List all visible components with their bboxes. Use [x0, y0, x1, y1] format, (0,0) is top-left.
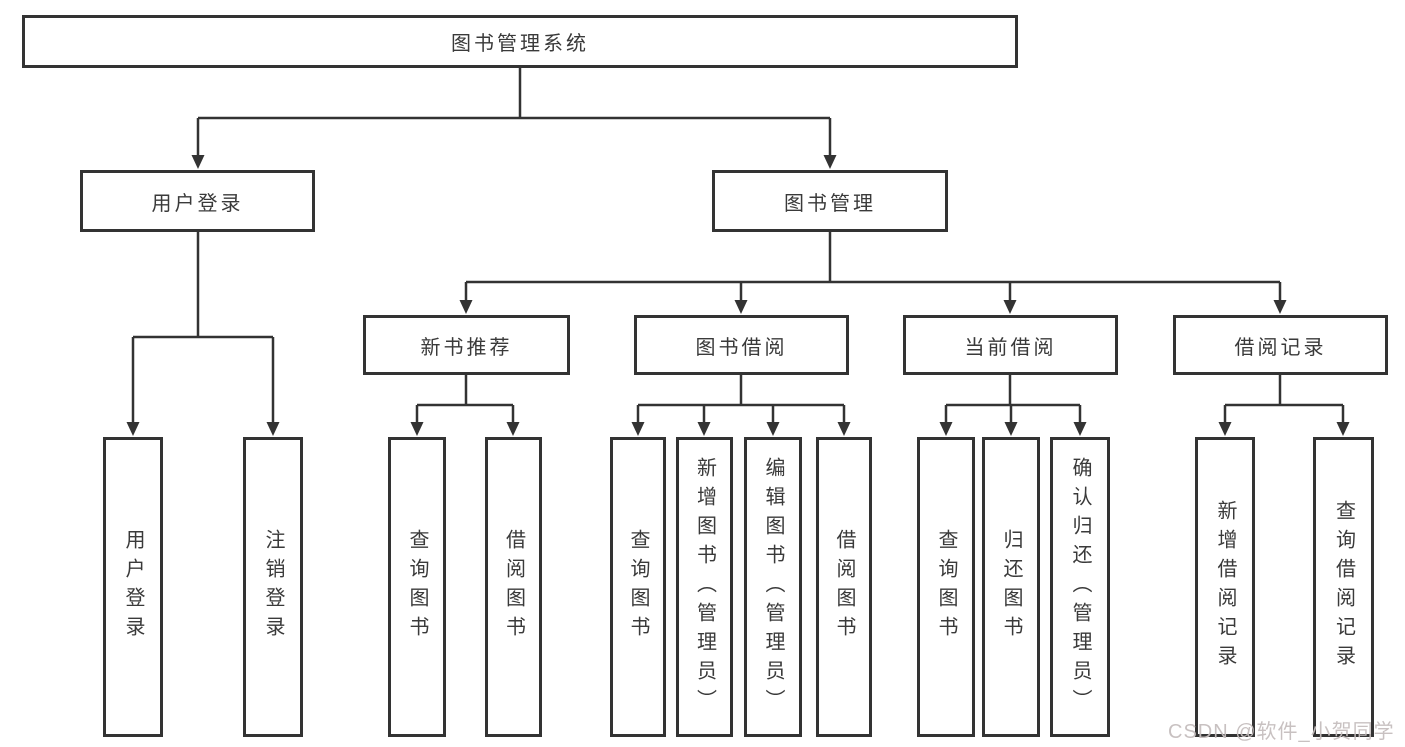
node-label: 归还图书: [1000, 529, 1022, 645]
node-label: 当前借阅: [964, 336, 1057, 359]
node-book-management: 图书管理: [712, 170, 948, 232]
node-label: 用户登录: [151, 192, 244, 215]
leaf-borrow-books-recommend: 借阅图书: [485, 437, 542, 737]
node-label: 借阅记录: [1234, 336, 1327, 359]
node-label: 确认归还（管理员）: [1069, 456, 1091, 718]
node-label: 注销登录: [262, 529, 284, 645]
leaf-query-borrow-record: 查询借阅记录: [1313, 437, 1374, 737]
node-user-login: 用户登录: [80, 170, 315, 232]
node-root-system: 图书管理系统: [22, 15, 1018, 68]
node-label: 编辑图书（管理员）: [762, 456, 784, 718]
node-label: 用户登录: [122, 529, 144, 645]
node-label: 查询借阅记录: [1332, 500, 1355, 674]
leaf-query-books-recommend: 查询图书: [388, 437, 446, 737]
arrowheads: [126, 155, 1350, 436]
leaf-add-book-admin: 新增图书（管理员）: [676, 437, 733, 737]
leaf-query-books-borrow: 查询图书: [610, 437, 666, 737]
node-label: 新增借阅记录: [1214, 500, 1236, 674]
node-borrow-records: 借阅记录: [1173, 315, 1388, 375]
csdn-watermark: CSDN @软件_小贺同学: [1168, 721, 1395, 743]
node-label: 借阅图书: [833, 529, 855, 645]
leaf-add-borrow-record: 新增借阅记录: [1195, 437, 1255, 737]
node-label: 查询图书: [935, 529, 957, 645]
node-label: 新增图书（管理员）: [693, 456, 716, 718]
node-label: 新书推荐: [420, 336, 513, 359]
leaf-borrow-books: 借阅图书: [816, 437, 872, 737]
leaf-user-login: 用户登录: [103, 437, 163, 737]
leaf-logout: 注销登录: [243, 437, 303, 737]
leaf-confirm-return-admin: 确认归还（管理员）: [1050, 437, 1110, 737]
node-label: 查询图书: [406, 529, 428, 645]
leaf-return-book: 归还图书: [982, 437, 1040, 737]
node-label: 图书管理: [784, 192, 876, 215]
leaf-edit-book-admin: 编辑图书（管理员）: [744, 437, 802, 737]
node-label: 图书管理系统: [451, 33, 589, 55]
node-new-book-recommend: 新书推荐: [363, 315, 570, 375]
node-label: 查询图书: [627, 529, 649, 645]
node-book-borrow: 图书借阅: [634, 315, 849, 375]
node-current-borrow: 当前借阅: [903, 315, 1118, 375]
node-label: 借阅图书: [502, 529, 525, 645]
leaf-query-books-current: 查询图书: [917, 437, 975, 737]
node-label: 图书借阅: [695, 336, 788, 359]
